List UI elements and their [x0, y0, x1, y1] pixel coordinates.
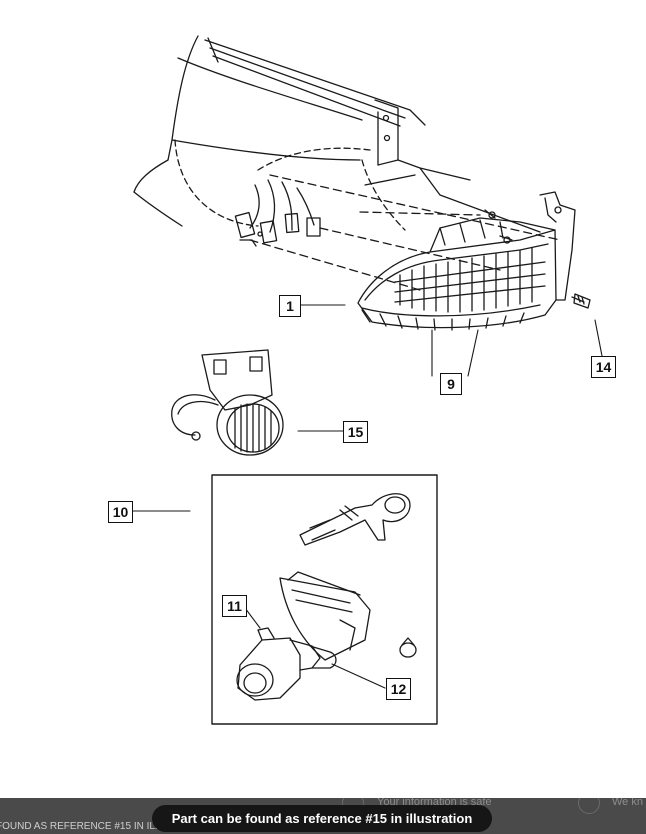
bulb-shield [279, 571, 371, 661]
leader-lines [132, 304, 603, 689]
footer-right-text: We kn [612, 798, 643, 808]
callout-10: 10 [108, 501, 133, 523]
callout-1: 1 [279, 295, 301, 317]
headlamp-assembly [357, 191, 576, 331]
vehicle-front-structure [133, 35, 561, 291]
reference-caption: FOUND AS REFERENCE #15 IN ILLUSTRATION [0, 821, 218, 832]
info-safe-text: Your information is safe [377, 798, 492, 808]
callout-11: 11 [222, 595, 247, 617]
screw-fastener [571, 293, 591, 309]
socket-tool [299, 493, 411, 546]
fog-lamp [171, 349, 284, 456]
callout-12: 12 [386, 678, 411, 700]
callout-9: 9 [440, 373, 462, 395]
badge-icon [578, 798, 600, 814]
grommet [399, 637, 417, 658]
halogen-bulb [236, 627, 337, 701]
bulb-kit-box [211, 474, 438, 725]
reference-tooltip: Part can be found as reference #15 in il… [152, 805, 492, 832]
callout-14: 14 [591, 356, 616, 378]
callout-15: 15 [343, 421, 368, 443]
